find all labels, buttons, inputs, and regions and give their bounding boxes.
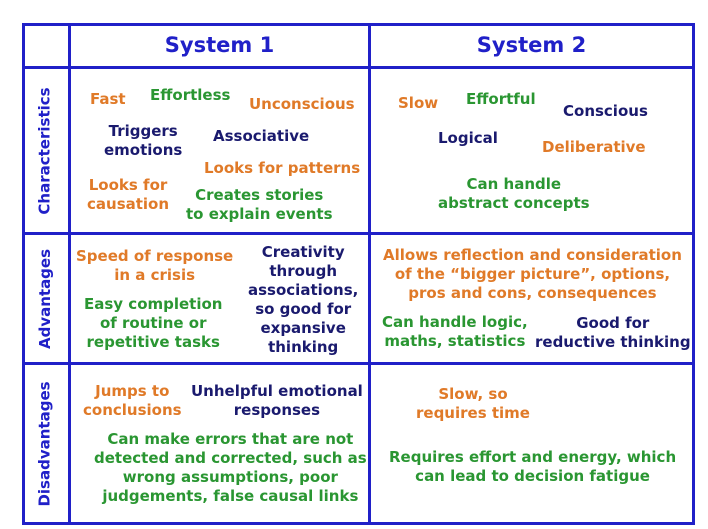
s1-char-associative: Associative <box>213 127 310 145</box>
row-label-characteristics-cell: Characteristics <box>25 69 65 232</box>
s1-adv-creativity: Creativity through associations, so good… <box>248 243 359 356</box>
s2-adv-reductive: Good for reductive thinking <box>535 314 691 351</box>
grid-border-top <box>22 23 695 26</box>
s2-char-conscious: Conscious <box>563 102 648 120</box>
grid-line-col-2 <box>368 23 371 525</box>
s2-dis-effort-energy: Requires effort and energy, which can le… <box>389 448 677 485</box>
s1-char-looks-for-patterns: Looks for patterns <box>204 159 361 177</box>
grid-line-col-1 <box>68 23 71 525</box>
s2-adv-reflection: Allows reflection and consideration of t… <box>383 246 682 302</box>
s1-char-creates-stories: Creates stories to explain events <box>186 186 333 223</box>
s1-char-looks-for-causation: Looks for causation <box>87 176 170 213</box>
s2-dis-slow-requires-time: Slow, so requires time <box>416 385 530 422</box>
grid-line-row-3 <box>22 362 695 365</box>
grid-border-bottom <box>22 522 695 525</box>
s1-dis-jumps-to-conclusions: Jumps to conclusions <box>83 382 182 419</box>
s1-char-triggers-emotions: Triggers emotions <box>104 122 183 159</box>
s2-char-effortful: Effortful <box>466 90 536 108</box>
row-label-advantages-cell: Advantages <box>25 235 65 362</box>
grid-border-left <box>22 23 25 525</box>
s1-char-unconscious: Unconscious <box>249 95 355 113</box>
grid-border-right <box>692 23 695 525</box>
s1-char-fast: Fast <box>90 90 126 108</box>
row-label-disadvantages-cell: Disadvantages <box>25 365 65 522</box>
row-label-advantages: Advantages <box>36 248 54 349</box>
header-system-1: System 1 <box>164 33 275 57</box>
s2-adv-logic: Can handle logic, maths, statistics <box>382 313 528 350</box>
row-label-disadvantages: Disadvantages <box>36 380 54 507</box>
row-label-characteristics: Characteristics <box>36 86 55 215</box>
s2-char-slow: Slow <box>398 94 439 112</box>
s1-adv-speed-of-response: Speed of response in a crisis <box>76 247 234 284</box>
s1-adv-routine-tasks: Easy completion of routine or repetitive… <box>84 295 223 351</box>
s1-dis-errors: Can make errors that are not detected an… <box>94 430 367 505</box>
s2-char-abstract-concepts: Can handle abstract concepts <box>438 175 590 212</box>
s2-char-logical: Logical <box>438 129 498 147</box>
grid-line-row-2 <box>22 232 695 235</box>
s1-char-effortless: Effortless <box>150 86 231 104</box>
header-system-2: System 2 <box>476 33 587 57</box>
s1-dis-unhelpful-emotional: Unhelpful emotional responses <box>191 382 363 419</box>
s2-char-deliberative: Deliberative <box>542 138 646 156</box>
grid-line-row-1 <box>22 66 695 69</box>
